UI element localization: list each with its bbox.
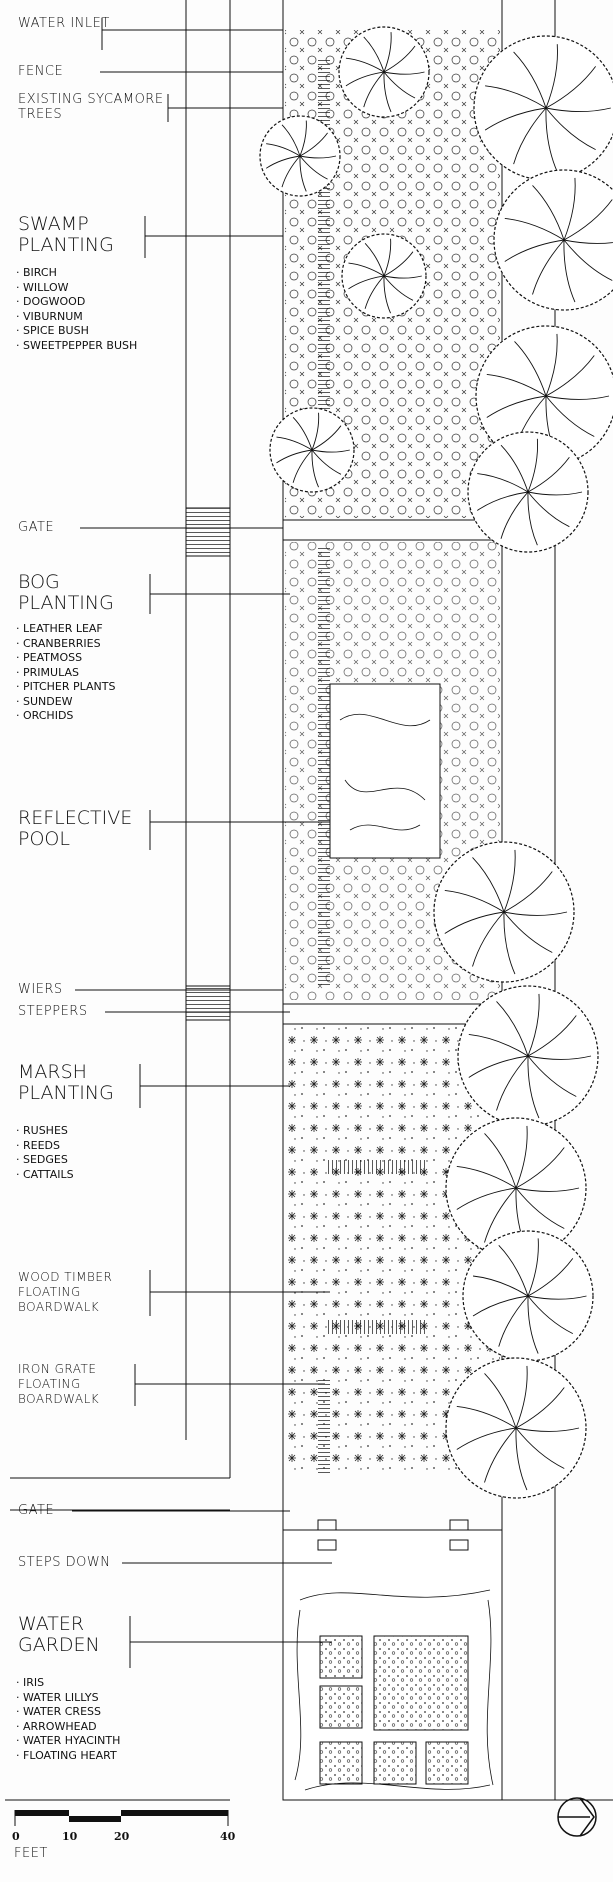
list-item: Water Lillys bbox=[16, 1691, 120, 1706]
list-item: Spice Bush bbox=[16, 324, 137, 339]
list-item: Orchids bbox=[16, 709, 115, 724]
tree-symbol bbox=[467, 431, 589, 553]
scale-tick: 10 bbox=[62, 1830, 78, 1843]
label-wiers: Wiers bbox=[18, 982, 63, 997]
list-item: Pitcher Plants bbox=[16, 680, 115, 695]
tree-symbol bbox=[259, 115, 341, 197]
list-item: Iris bbox=[16, 1676, 120, 1691]
label-gate-bottom: Gate bbox=[18, 1503, 55, 1518]
list-item: Leather Leaf bbox=[16, 622, 115, 637]
tree-symbol bbox=[462, 1230, 594, 1362]
list-item: Dogwood bbox=[16, 295, 137, 310]
scale-unit: Feet bbox=[14, 1846, 48, 1861]
label-steppers: Steppers bbox=[18, 1004, 88, 1019]
label-fence: Fence bbox=[18, 64, 64, 79]
tree-symbol bbox=[269, 407, 355, 493]
water-garden-items: Iris Water Lillys Water Cress Arrowhead … bbox=[16, 1676, 120, 1763]
list-item: Water Cress bbox=[16, 1705, 120, 1720]
tree-symbol bbox=[493, 169, 613, 311]
label-bog-planting: Bog Planting bbox=[18, 571, 114, 614]
list-item: Sedges bbox=[16, 1153, 74, 1168]
list-item: Viburnum bbox=[16, 310, 137, 325]
label-water-inlet: Water Inlet bbox=[18, 16, 110, 31]
scale-tick: 40 bbox=[220, 1830, 236, 1843]
swamp-items: Birch Willow Dogwood Viburnum Spice Bush… bbox=[16, 266, 137, 353]
reflective-pool bbox=[329, 683, 441, 859]
label-marsh-planting: Marsh Planting bbox=[18, 1061, 114, 1104]
list-item: Floating Heart bbox=[16, 1749, 120, 1764]
list-item: Rushes bbox=[16, 1124, 74, 1139]
list-item: Arrowhead bbox=[16, 1720, 120, 1735]
list-item: Birch bbox=[16, 266, 137, 281]
tree-symbol bbox=[473, 35, 613, 181]
tree-symbol bbox=[475, 325, 613, 467]
list-item: Cattails bbox=[16, 1168, 74, 1183]
tree-symbol bbox=[457, 985, 599, 1127]
list-item: Sweetpepper Bush bbox=[16, 339, 137, 354]
label-gate-top: Gate bbox=[18, 520, 55, 535]
list-item: Water Hyacinth bbox=[16, 1734, 120, 1749]
list-item: Peatmoss bbox=[16, 651, 115, 666]
list-item: Primulas bbox=[16, 666, 115, 681]
marsh-items: Rushes Reeds Sedges Cattails bbox=[16, 1124, 74, 1182]
list-item: Reeds bbox=[16, 1139, 74, 1154]
scale-bar bbox=[14, 1810, 229, 1826]
label-reflective-pool: Reflective Pool bbox=[18, 807, 133, 850]
label-water-garden: Water Garden bbox=[18, 1613, 100, 1656]
tree-symbol bbox=[433, 841, 575, 983]
label-existing-trees: Existing Sycamore Trees bbox=[18, 92, 164, 122]
label-swamp-planting: Swamp Planting bbox=[18, 213, 114, 256]
list-item: Cranberries bbox=[16, 637, 115, 652]
label-iron-boardwalk: Iron Grate Floating Boardwalk bbox=[18, 1362, 100, 1406]
north-arrow-icon bbox=[557, 1797, 597, 1837]
water-garden bbox=[282, 1519, 503, 1801]
tree-symbol bbox=[341, 233, 427, 319]
label-wood-boardwalk: Wood Timber Floating Boardwalk bbox=[18, 1270, 113, 1314]
list-item: Sundew bbox=[16, 695, 115, 710]
tree-symbol bbox=[338, 26, 430, 118]
scale-tick: 20 bbox=[114, 1830, 130, 1843]
label-steps-down: Steps Down bbox=[18, 1555, 111, 1570]
bog-items: Leather Leaf Cranberries Peatmoss Primul… bbox=[16, 622, 115, 724]
tree-symbol bbox=[445, 1357, 587, 1499]
list-item: Willow bbox=[16, 281, 137, 296]
scale-tick: 0 bbox=[12, 1830, 20, 1843]
